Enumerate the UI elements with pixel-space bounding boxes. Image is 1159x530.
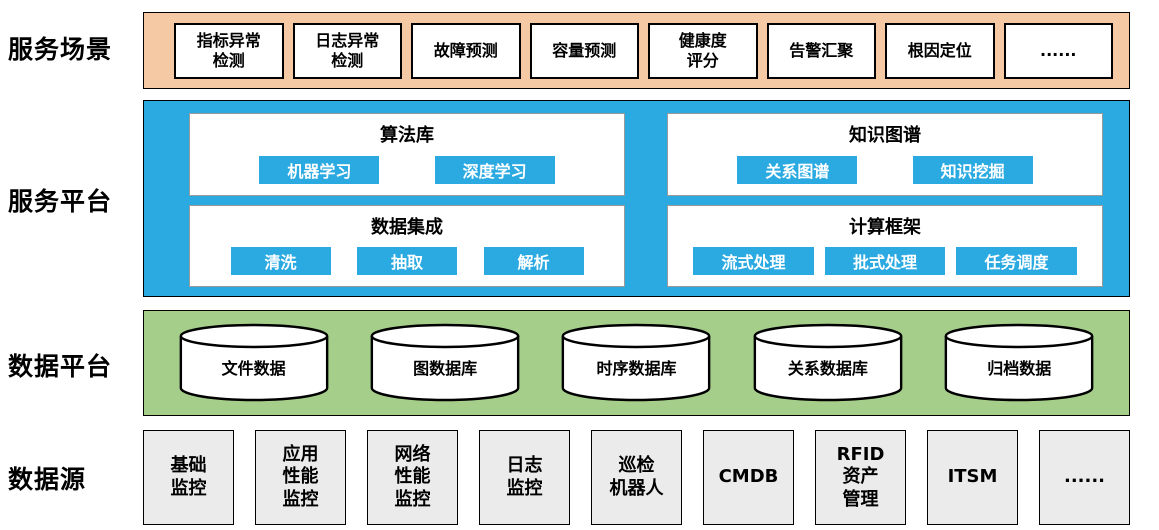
data-platform-band: 文件数据 图数据库 时序数据库 bbox=[143, 310, 1130, 416]
layer-label-data-platform: 数据平台 bbox=[8, 352, 113, 381]
extraction-chip: 抽取 bbox=[357, 247, 457, 275]
log-anomaly-detection-box: 日志异常 检测 bbox=[292, 22, 402, 79]
knowledge-mining-chip: 知识挖掘 bbox=[912, 155, 1033, 184]
relational-database-cylinder: 关系数据库 bbox=[751, 323, 905, 403]
metric-anomaly-detection-box: 指标异常 检测 bbox=[174, 22, 284, 79]
cylinder-shape bbox=[370, 323, 520, 402]
layer-label-service-scenarios: 服务场景 bbox=[8, 34, 113, 64]
cylinder-label: 时序数据库 bbox=[596, 359, 677, 378]
more-scenarios-ellipsis-box: ...... bbox=[1003, 22, 1113, 79]
more-sources-ellipsis-box: ...... bbox=[1039, 430, 1130, 525]
cylinder-shape bbox=[753, 323, 903, 402]
log-monitoring-box: 日志 监控 bbox=[479, 430, 570, 525]
deep-learning-chip: 深度学习 bbox=[434, 155, 555, 184]
service-platform-layer: 算法库 机器学习 深度学习 知识图谱 关系图谱 知识挖掘 数据集成 清洗 抽取 bbox=[143, 95, 1159, 305]
stream-processing-chip: 流式处理 bbox=[693, 247, 814, 275]
data-platform-layer: 文件数据 图数据库 时序数据库 bbox=[143, 305, 1159, 425]
cylinder-label: 归档数据 bbox=[987, 359, 1052, 378]
rfid-asset-management-box: RFID 资产 管理 bbox=[815, 430, 906, 525]
root-cause-location-box: 根因定位 bbox=[885, 22, 995, 79]
cylinder-shape bbox=[179, 323, 329, 402]
service-scenarios-layer: 指标异常 检测 日志异常 检测 故障预测 容量预测 健康度 评分 告警汇聚 根因… bbox=[143, 0, 1159, 95]
itsm-box: ITSM bbox=[927, 430, 1018, 525]
health-score-box: 健康度 评分 bbox=[648, 22, 758, 79]
layer-label-data-sources: 数据源 bbox=[8, 464, 87, 494]
archive-data-cylinder: 归档数据 bbox=[942, 323, 1096, 403]
panel-chips: 关系图谱 知识挖掘 bbox=[668, 155, 1102, 184]
file-data-cylinder: 文件数据 bbox=[177, 323, 331, 403]
parsing-chip: 解析 bbox=[483, 247, 584, 275]
panel-algorithm-library: 算法库 机器学习 深度学习 bbox=[189, 113, 625, 196]
cylinder-label: 关系数据库 bbox=[787, 359, 868, 378]
layer-label-service-platform: 服务平台 bbox=[8, 187, 113, 216]
cylinder-label: 图数据库 bbox=[413, 359, 478, 378]
panel-computing-framework: 计算框架 流式处理 批式处理 任务调度 bbox=[667, 204, 1103, 287]
panel-title: 数据集成 bbox=[371, 216, 443, 238]
panel-title: 知识图谱 bbox=[849, 125, 921, 146]
cylinder-shape bbox=[944, 323, 1094, 402]
capacity-prediction-box: 容量预测 bbox=[529, 22, 639, 79]
basic-monitoring-box: 基础 监控 bbox=[143, 430, 234, 525]
service-scenarios-band: 指标异常 检测 日志异常 检测 故障预测 容量预测 健康度 评分 告警汇聚 根因… bbox=[143, 12, 1130, 89]
service-platform-band: 算法库 机器学习 深度学习 知识图谱 关系图谱 知识挖掘 数据集成 清洗 抽取 bbox=[143, 100, 1130, 297]
panel-knowledge-graph: 知识图谱 关系图谱 知识挖掘 bbox=[667, 113, 1103, 196]
cylinder-shape bbox=[562, 323, 711, 402]
graph-database-cylinder: 图数据库 bbox=[368, 323, 522, 403]
network-performance-monitoring-box: 网络 性能 监控 bbox=[367, 430, 458, 525]
timeseries-database-cylinder: 时序数据库 bbox=[559, 323, 713, 403]
cylinder-label: 文件数据 bbox=[221, 359, 286, 378]
data-sources-row: 基础 监控 应用 性能 监控 网络 性能 监控 日志 监控 巡检 机器人 CMD… bbox=[143, 425, 1130, 530]
inspection-robot-box: 巡检 机器人 bbox=[591, 430, 682, 525]
task-scheduling-chip: 任务调度 bbox=[956, 247, 1077, 275]
panel-chips: 流式处理 批式处理 任务调度 bbox=[668, 247, 1102, 275]
application-performance-monitoring-box: 应用 性能 监控 bbox=[255, 430, 346, 525]
data-sources-layer: 基础 监控 应用 性能 监控 网络 性能 监控 日志 监控 巡检 机器人 CMD… bbox=[143, 425, 1159, 530]
relation-graph-chip: 关系图谱 bbox=[737, 155, 858, 184]
panel-title: 计算框架 bbox=[849, 216, 921, 238]
panel-data-integration: 数据集成 清洗 抽取 解析 bbox=[189, 204, 625, 287]
batch-processing-chip: 批式处理 bbox=[824, 247, 945, 275]
machine-learning-chip: 机器学习 bbox=[259, 155, 380, 184]
panel-chips: 机器学习 深度学习 bbox=[190, 155, 624, 184]
cmdb-box: CMDB bbox=[703, 430, 794, 525]
panel-title: 算法库 bbox=[380, 125, 434, 146]
fault-prediction-box: 故障预测 bbox=[411, 22, 521, 79]
cleaning-chip: 清洗 bbox=[230, 247, 331, 275]
panel-chips: 清洗 抽取 解析 bbox=[190, 247, 624, 275]
alarm-aggregation-box: 告警汇聚 bbox=[766, 22, 876, 79]
